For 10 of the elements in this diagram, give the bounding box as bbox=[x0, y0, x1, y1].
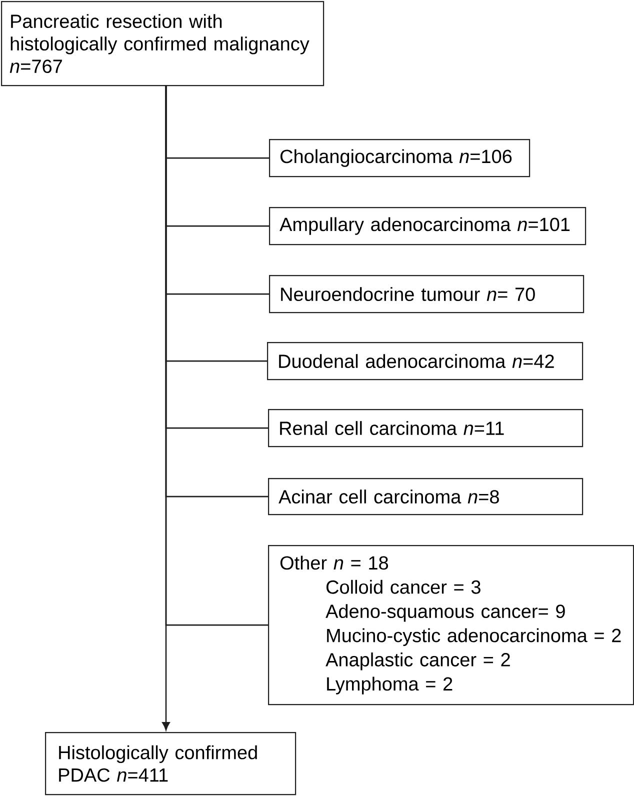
connector-line bbox=[165, 86, 268, 626]
process-box: Acinar cell carcinoma n=8 bbox=[268, 478, 584, 516]
process-box: Pancreatic resection with histologically confirmed malignancy n=767 bbox=[1, 1, 324, 86]
process-box: Renal cell carcinoma n=11 bbox=[268, 409, 584, 448]
process-box: Neuroendocrine tumour n= 70 bbox=[269, 275, 584, 314]
process-box: Duodenal adenocarcinoma n=42 bbox=[267, 342, 584, 380]
process-box: Ampullary adenocarcinoma n=101 bbox=[269, 207, 586, 246]
process-box: Histologically confirmed PDAC n=411 bbox=[45, 732, 296, 796]
process-box: Other n = 18 Colloid cancer = 3 Adeno-squamous cancer= 9 Mucino-cystic adenocarcinoma = 2 Anaplastic cancer = 2 Lymphoma = 2 bbox=[268, 545, 634, 706]
process-box: Cholangiocarcinoma n=106 bbox=[269, 139, 530, 178]
